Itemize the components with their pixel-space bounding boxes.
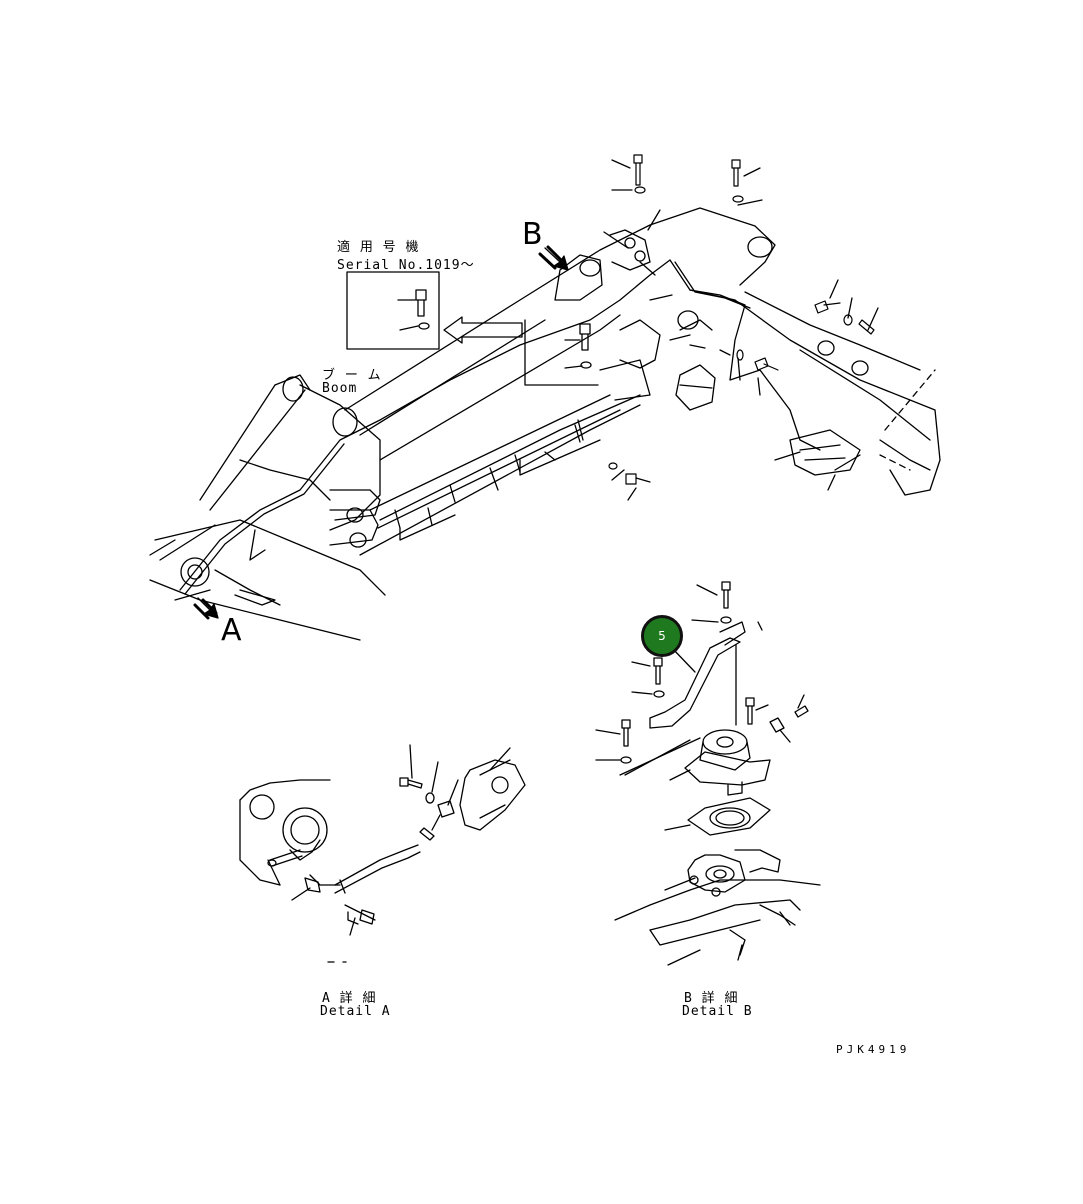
view-arrow-b <box>538 245 569 271</box>
reference-arrow <box>443 316 523 344</box>
detail-a-label: Detail A <box>320 1004 391 1019</box>
detail-b-jp-label: B 詳 細 <box>684 991 739 1006</box>
boom-label: Boom <box>322 381 358 396</box>
detail-a-jp-label: A 詳 細 <box>322 991 377 1006</box>
part-callout-number: 5 <box>658 629 666 643</box>
serial-number-label: Serial No.1019～ <box>337 258 475 273</box>
view-arrow-a <box>193 597 219 620</box>
view-b-letter: B <box>522 217 543 252</box>
part-callout-5[interactable]: 5 <box>641 615 683 657</box>
serial-jp-label: 適 用 号 機 <box>337 240 420 255</box>
serial-inset-box <box>346 271 440 350</box>
main-boom-view <box>149 154 941 641</box>
detail-b-drawing <box>595 581 821 966</box>
view-a-letter: A <box>221 613 242 648</box>
detail-a-drawing <box>239 744 526 936</box>
drawing-code: PJK4919 <box>836 1043 911 1056</box>
main-inset-bracket <box>524 319 599 386</box>
boom-jp-label: ブ ー ム <box>322 368 382 383</box>
detail-b-label: Detail B <box>682 1004 753 1019</box>
